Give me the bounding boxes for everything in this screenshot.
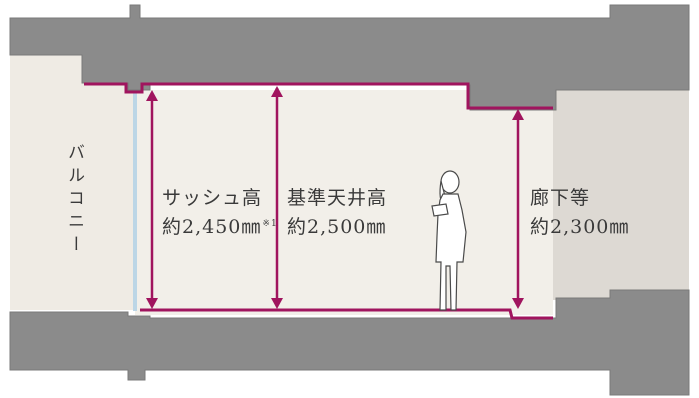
sash-height-footnote: ※1 [262,218,278,229]
ceiling-height-arrow [271,86,283,309]
ceiling-line [84,82,553,110]
window-sash [133,93,137,311]
ceiling-height-title: 基準天井高 [287,187,388,209]
corridor-height-arrow [512,109,524,309]
bottom-slab [9,289,690,396]
sash-height-arrow [146,90,158,309]
corridor-height-value: 約2,300㎜ [530,216,630,238]
sash-height-title: サッシュ高 [162,187,263,209]
person-icon [431,170,467,311]
sash-height-value-row: 約2,450㎜※1 [162,212,278,239]
corridor-title: 廊下等 [530,187,591,209]
sash-height-value: 約2,450㎜ [162,216,262,238]
room-area [135,90,553,315]
ceiling-height-value: 約2,500㎜ [287,216,387,238]
floor-line [140,308,553,320]
balcony-label: バルコニー [64,143,84,258]
balcony-area [10,55,135,310]
corridor-area [553,90,689,300]
